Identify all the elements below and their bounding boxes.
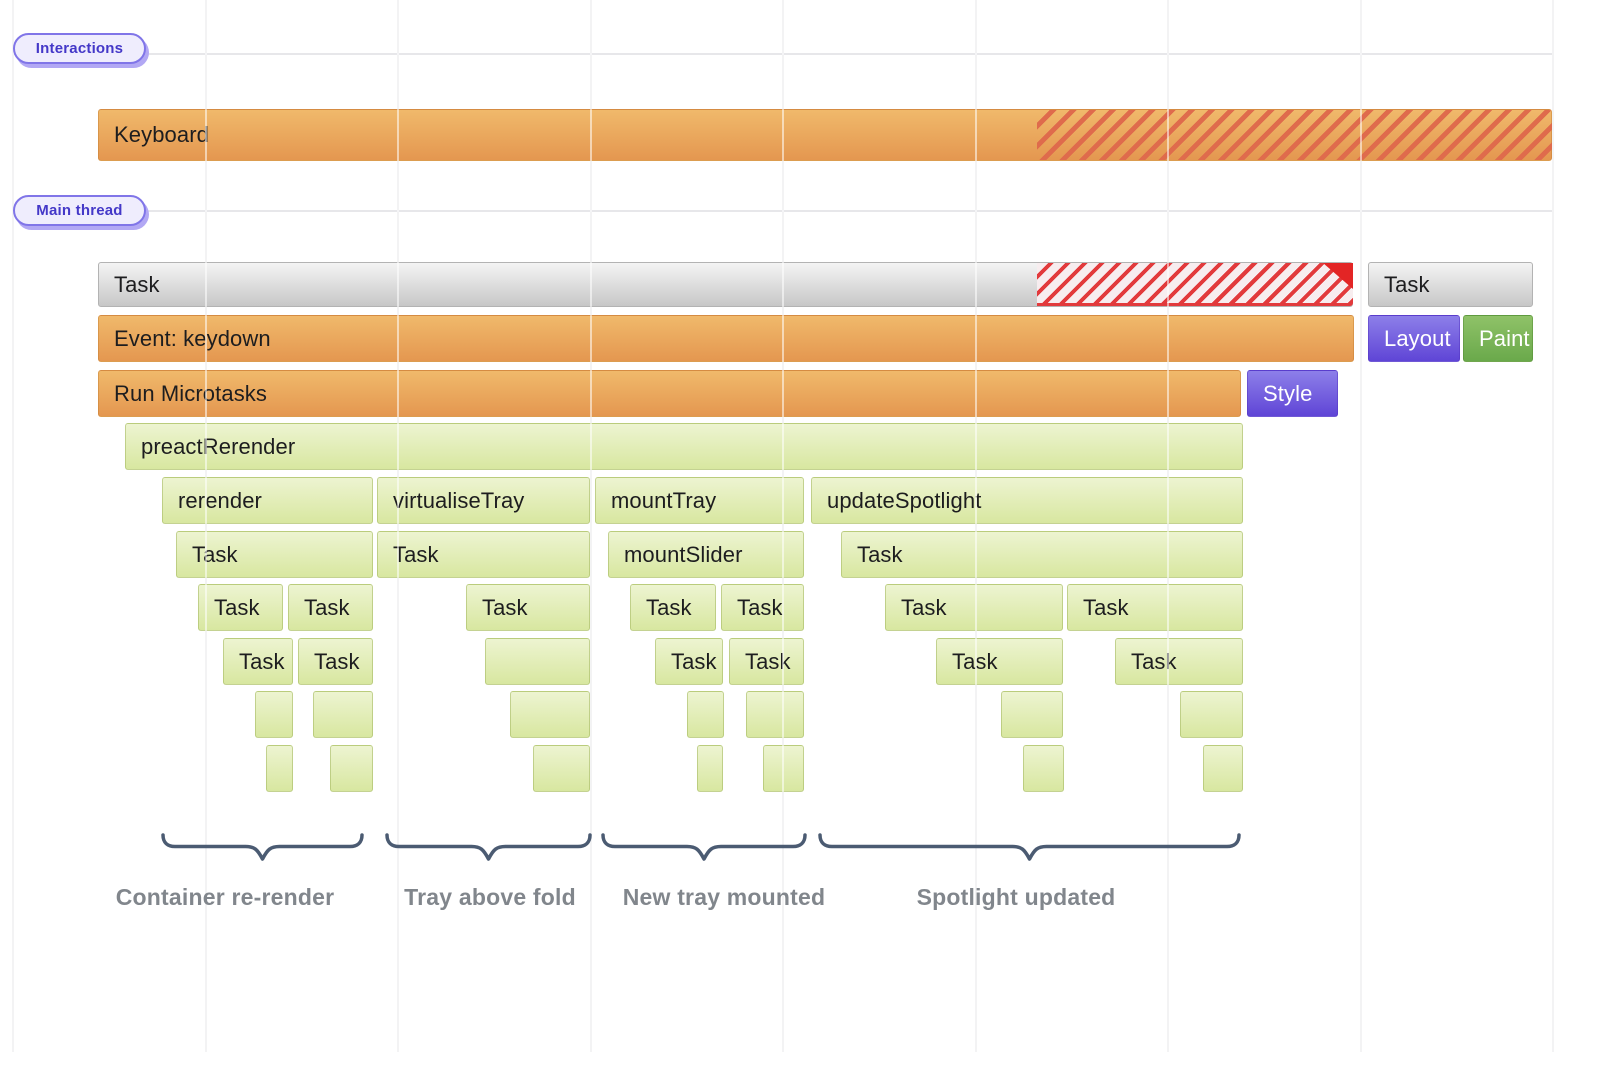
- flame-bar-task[interactable]: Task: [630, 584, 716, 631]
- interaction-delay-hatch-region: [1037, 110, 1552, 160]
- section-brace: [385, 833, 592, 861]
- flame-bar-unlabeled[interactable]: [255, 691, 293, 738]
- flame-bar-task[interactable]: Task: [885, 584, 1063, 631]
- flame-bar-task[interactable]: Task: [721, 584, 804, 631]
- flame-bar-event-keydown[interactable]: Event: keydown: [98, 315, 1354, 362]
- flame-bar-layout[interactable]: Layout: [1368, 315, 1460, 362]
- flame-bar-task[interactable]: Task: [377, 531, 590, 578]
- flame-bar-unlabeled[interactable]: [1180, 691, 1243, 738]
- flame-bar-task[interactable]: Task: [176, 531, 373, 578]
- section-label: Container re-render: [115, 884, 335, 910]
- flame-bar-label: virtualiseTray: [393, 487, 525, 513]
- flame-bar-label: preactRerender: [141, 433, 296, 459]
- flame-bar-task[interactable]: Task: [298, 638, 373, 685]
- flame-bar-unlabeled[interactable]: [313, 691, 373, 738]
- track-pill-interactions-label: Interactions: [35, 40, 124, 57]
- flame-bar-label: updateSpotlight: [827, 487, 982, 513]
- flame-bar-label: Style: [1263, 380, 1313, 406]
- flame-bar-task[interactable]: Task: [223, 638, 293, 685]
- flame-bar-label: Task: [393, 541, 439, 567]
- flame-bar-unlabeled[interactable]: [687, 691, 724, 738]
- flame-bar-label: mountSlider: [624, 541, 743, 567]
- flame-bar-preactrerender[interactable]: preactRerender: [125, 423, 1243, 470]
- flame-bar-task[interactable]: Task: [655, 638, 723, 685]
- flame-bar-task[interactable]: Task: [841, 531, 1243, 578]
- section-brace: [161, 833, 364, 861]
- flame-bar-unlabeled[interactable]: [330, 745, 373, 792]
- flame-bar-unlabeled[interactable]: [510, 691, 590, 738]
- track-pill-interactions[interactable]: Interactions: [13, 33, 146, 64]
- section-brace: [818, 833, 1241, 861]
- flame-bar-paint[interactable]: Paint: [1463, 315, 1533, 362]
- flame-bar-virtualisetray[interactable]: virtualiseTray: [377, 477, 590, 524]
- flame-bar-label: Event: keydown: [114, 325, 271, 351]
- flame-bar-task[interactable]: Task: [466, 584, 590, 631]
- flame-bar-label: Run Microtasks: [114, 380, 267, 406]
- flame-bar-unlabeled[interactable]: [746, 691, 804, 738]
- flame-bar-label: Task: [304, 594, 350, 620]
- flame-bar-label: Task: [901, 594, 947, 620]
- flame-bar-unlabeled[interactable]: [1001, 691, 1063, 738]
- flame-bar-unlabeled[interactable]: [1023, 745, 1064, 792]
- flame-bar-keyboard[interactable]: Keyboard: [98, 109, 1552, 161]
- track-pill-main-thread[interactable]: Main thread: [13, 195, 146, 226]
- section-label: Tray above fold: [404, 884, 576, 910]
- flame-bar-mounttray[interactable]: mountTray: [595, 477, 804, 524]
- flame-bar-task[interactable]: Task: [1115, 638, 1243, 685]
- flame-bar-unlabeled[interactable]: [533, 745, 590, 792]
- section-brace: [601, 833, 807, 861]
- flame-bar-run-microtasks[interactable]: Run Microtasks: [98, 370, 1241, 417]
- flame-bar-label: Task: [482, 594, 528, 620]
- flame-bar-task[interactable]: Task: [936, 638, 1063, 685]
- flame-bar-label: rerender: [178, 487, 262, 513]
- flame-bar-label: Task: [314, 648, 360, 674]
- flame-bar-task[interactable]: Task: [1368, 262, 1533, 307]
- track-pill-main-thread-label: Main thread: [36, 202, 123, 219]
- flame-bar-rerender[interactable]: rerender: [162, 477, 373, 524]
- flame-bar-label: mountTray: [611, 487, 717, 513]
- flame-bar-task[interactable]: Task: [198, 584, 283, 631]
- section-label: New tray mounted: [622, 884, 826, 910]
- long-task-corner-triangle: [1323, 263, 1353, 289]
- flame-bar-unlabeled[interactable]: [266, 745, 293, 792]
- flame-bar-label: Layout: [1384, 325, 1451, 351]
- flame-bar-task[interactable]: Task: [1067, 584, 1243, 631]
- flame-bar-label: Task: [214, 594, 260, 620]
- flame-bar-task[interactable]: Task: [98, 262, 1353, 307]
- flame-bar-style[interactable]: Style: [1247, 370, 1338, 417]
- flame-bar-task[interactable]: Task: [729, 638, 804, 685]
- flame-bar-mountslider[interactable]: mountSlider: [608, 531, 804, 578]
- flame-bar-updatespotlight[interactable]: updateSpotlight: [811, 477, 1243, 524]
- flame-bar-label: Task: [857, 541, 903, 567]
- long-task-hatch-region: [1037, 263, 1353, 306]
- flame-bar-unlabeled[interactable]: [697, 745, 723, 792]
- flame-bar-label: Task: [114, 271, 160, 297]
- flame-bar-label: Task: [239, 648, 285, 674]
- flame-bar-label: Task: [671, 648, 717, 674]
- flame-bar-unlabeled[interactable]: [1203, 745, 1243, 792]
- flame-bar-unlabeled[interactable]: [485, 638, 590, 685]
- flame-bar-label: Task: [737, 594, 783, 620]
- flame-bar-label: Task: [646, 594, 692, 620]
- section-label: Spotlight updated: [916, 884, 1116, 910]
- flame-bar-label: Task: [1083, 594, 1129, 620]
- flame-bar-label: Paint: [1479, 325, 1530, 351]
- flame-bar-label: Task: [1384, 271, 1430, 297]
- flame-bar-label: Task: [192, 541, 238, 567]
- flame-bar-task[interactable]: Task: [288, 584, 373, 631]
- flame-bar-label: Keyboard: [114, 122, 209, 147]
